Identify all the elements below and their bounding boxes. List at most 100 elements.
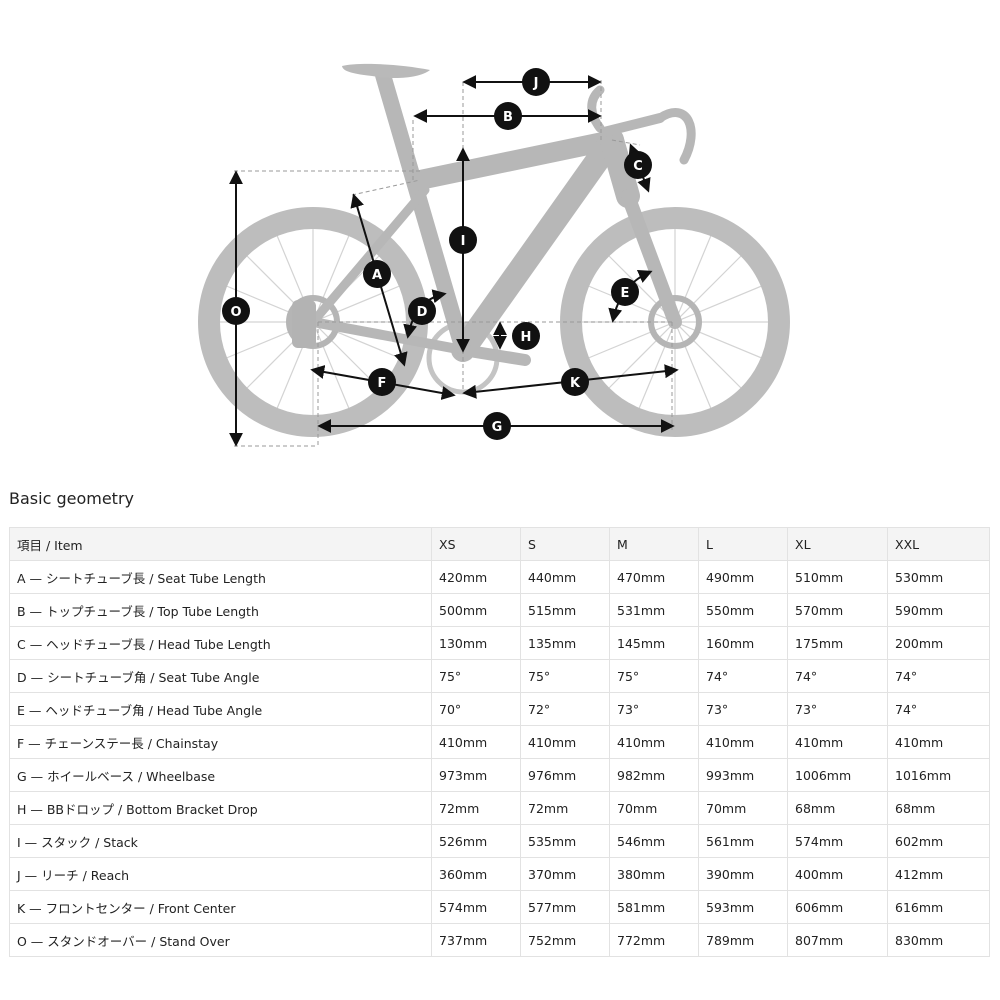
table-cell: 68mm [787, 791, 888, 825]
table-cell: 370mm [520, 857, 610, 891]
row-label: J — リーチ / Reach [9, 857, 432, 891]
table-cell: 74° [887, 692, 990, 726]
table-cell: 200mm [887, 626, 990, 660]
marker-B: B [494, 102, 522, 130]
table-cell: 410mm [609, 725, 699, 759]
table-cell: 73° [698, 692, 788, 726]
table-cell: 410mm [520, 725, 610, 759]
header-size-m: M [609, 527, 699, 561]
table-cell: 807mm [787, 923, 888, 957]
table-header-row: 項目 / Item XS S M L XL XXL [9, 527, 990, 561]
table-cell: 75° [431, 659, 521, 693]
row-label: O — スタンドオーバー / Stand Over [9, 923, 432, 957]
table-cell: 130mm [431, 626, 521, 660]
marker-H: H [512, 322, 540, 350]
table-cell: 160mm [698, 626, 788, 660]
table-cell: 72mm [431, 791, 521, 825]
table-cell: 982mm [609, 758, 699, 792]
table-cell: 789mm [698, 923, 788, 957]
table-cell: 752mm [520, 923, 610, 957]
marker-E: E [611, 278, 639, 306]
table-cell: 510mm [787, 560, 888, 594]
marker-G: G [483, 412, 511, 440]
table-cell: 515mm [520, 593, 610, 627]
table-cell: 590mm [887, 593, 990, 627]
svg-text:J: J [533, 76, 539, 91]
svg-text:K: K [570, 376, 581, 391]
marker-J: J [522, 68, 550, 96]
svg-text:O: O [230, 305, 241, 320]
table-cell: 70mm [609, 791, 699, 825]
table-cell: 72° [520, 692, 610, 726]
table-cell: 737mm [431, 923, 521, 957]
svg-text:C: C [633, 159, 643, 174]
marker-O: O [222, 297, 250, 325]
table-cell: 574mm [787, 824, 888, 858]
marker-K: K [561, 368, 589, 396]
header-size-s: S [520, 527, 610, 561]
table-cell: 550mm [698, 593, 788, 627]
table-cell: 570mm [787, 593, 888, 627]
table-cell: 75° [520, 659, 610, 693]
row-label: H — BBドロップ / Bottom Bracket Drop [9, 791, 432, 825]
row-label: K — フロントセンター / Front Center [9, 890, 432, 924]
row-label: G — ホイールベース / Wheelbase [9, 758, 432, 792]
header-size-xs: XS [431, 527, 521, 561]
marker-A: A [363, 260, 391, 288]
table-cell: 135mm [520, 626, 610, 660]
table-cell: 1006mm [787, 758, 888, 792]
table-cell: 68mm [887, 791, 990, 825]
table-cell: 74° [698, 659, 788, 693]
geometry-table: 項目 / Item XS S M L XL XXL A — シートチューブ長 /… [9, 527, 990, 957]
table-cell: 526mm [431, 824, 521, 858]
row-label: E — ヘッドチューブ角 / Head Tube Angle [9, 692, 432, 726]
svg-text:G: G [492, 420, 503, 435]
table-cell: 145mm [609, 626, 699, 660]
table-cell: 410mm [887, 725, 990, 759]
table-cell: 73° [609, 692, 699, 726]
table-cell: 616mm [887, 890, 990, 924]
header-size-xl: XL [787, 527, 888, 561]
table-cell: 420mm [431, 560, 521, 594]
bike-illustration [198, 63, 790, 437]
row-label: A — シートチューブ長 / Seat Tube Length [9, 560, 432, 594]
table-cell: 400mm [787, 857, 888, 891]
table-cell: 535mm [520, 824, 610, 858]
table-cell: 772mm [609, 923, 699, 957]
table-cell: 412mm [887, 857, 990, 891]
row-label: I — スタック / Stack [9, 824, 432, 858]
row-label: C — ヘッドチューブ長 / Head Tube Length [9, 626, 432, 660]
row-label: F — チェーンステー長 / Chainstay [9, 725, 432, 759]
table-cell: 75° [609, 659, 699, 693]
header-size-xxl: XXL [887, 527, 990, 561]
header-size-l: L [698, 527, 788, 561]
table-cell: 470mm [609, 560, 699, 594]
svg-text:B: B [503, 110, 513, 125]
table-cell: 73° [787, 692, 888, 726]
marker-F: F [368, 368, 396, 396]
table-cell: 74° [887, 659, 990, 693]
section-title: Basic geometry [9, 489, 134, 508]
table-cell: 593mm [698, 890, 788, 924]
table-cell: 70° [431, 692, 521, 726]
table-cell: 993mm [698, 758, 788, 792]
table-cell: 390mm [698, 857, 788, 891]
marker-D: D [408, 297, 436, 325]
row-label: B — トップチューブ長 / Top Tube Length [9, 593, 432, 627]
table-cell: 531mm [609, 593, 699, 627]
table-cell: 74° [787, 659, 888, 693]
table-cell: 577mm [520, 890, 610, 924]
svg-text:I: I [461, 234, 466, 249]
table-cell: 440mm [520, 560, 610, 594]
table-cell: 410mm [698, 725, 788, 759]
svg-text:A: A [372, 268, 382, 283]
svg-text:F: F [378, 376, 387, 391]
table-cell: 410mm [431, 725, 521, 759]
marker-I: I [449, 226, 477, 254]
table-cell: 175mm [787, 626, 888, 660]
table-cell: 561mm [698, 824, 788, 858]
table-cell: 490mm [698, 560, 788, 594]
table-cell: 530mm [887, 560, 990, 594]
